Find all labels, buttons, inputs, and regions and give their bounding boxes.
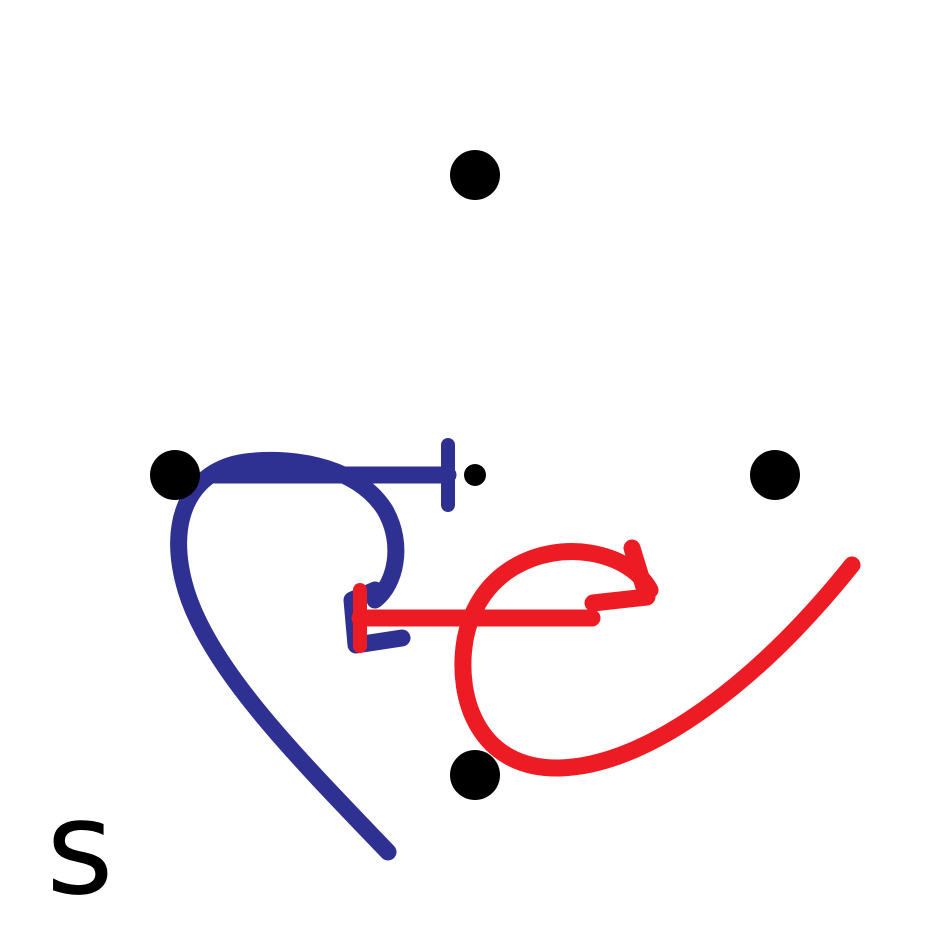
red-arrowhead	[584, 539, 656, 612]
red-curve-stroke	[351, 539, 861, 777]
dot-center	[464, 464, 486, 486]
dot-top	[450, 150, 500, 200]
corner-label: s	[46, 772, 114, 924]
dots-group	[150, 150, 800, 800]
dot-bottom	[450, 750, 500, 800]
red-main-curve	[454, 543, 861, 777]
dot-right	[750, 450, 800, 500]
blue-curve-stroke	[170, 438, 457, 861]
blue-main-curve	[170, 451, 405, 861]
dot-left	[150, 450, 200, 500]
